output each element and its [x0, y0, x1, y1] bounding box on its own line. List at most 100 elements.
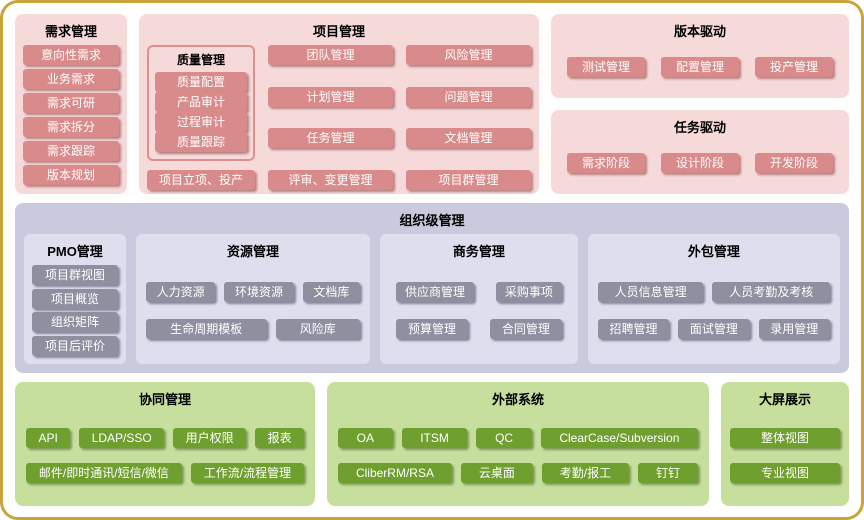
display-view-block[interactable]: 专业视图 [730, 463, 840, 483]
version-driven-list: 测试管理配置管理投产管理 [559, 45, 841, 89]
task-stage-block[interactable]: 需求阶段 [567, 153, 645, 173]
external-systems-title: 外部系统 [491, 392, 544, 407]
collaboration-block[interactable]: API [26, 428, 71, 448]
requirement-block[interactable]: 业务需求 [23, 69, 119, 89]
requirement-block[interactable]: 版本规划 [23, 165, 119, 185]
top-row: 需求管理 意向性需求业务需求需求可研需求拆分需求跟踪版本规划 项目管理 质量管理… [15, 14, 849, 194]
resource-block[interactable]: 文档库 [302, 282, 361, 302]
project-column-3: 风险管理问题管理文档管理项目群管理 [406, 45, 531, 190]
business-block[interactable]: 预算管理 [396, 319, 468, 339]
external-rows: OA ITSM QC ClearCase/Subversion CliberRM/RS… [336, 413, 700, 498]
project-module-block[interactable]: 项目群管理 [406, 169, 531, 190]
outsourcing-block[interactable]: 面试管理 [678, 319, 750, 339]
quality-block[interactable]: 产品审计 [155, 92, 247, 112]
collaboration-title: 协同管理 [138, 392, 191, 407]
outsourcing-panel: 外包管理 人员信息管理人员考勤及考核 招聘管理面试管理录用管理 [587, 234, 841, 364]
business-block[interactable]: 合同管理 [489, 319, 562, 339]
display-title: 大屏展示 [758, 392, 811, 407]
display-panel: 大屏展示 整体视图专业视图 [721, 382, 849, 506]
pmo-block[interactable]: 项目后评价 [32, 335, 118, 356]
project-module-block[interactable]: 评审、变更管理 [268, 169, 393, 190]
quality-block[interactable]: 过程审计 [155, 112, 247, 132]
outsourcing-title: 外包管理 [687, 244, 740, 259]
collaboration-block[interactable]: 工作流/流程管理 [190, 463, 305, 483]
project-module-block[interactable]: 计划管理 [268, 86, 393, 107]
business-panel: 商务管理 供应商管理 采购事项 预算管理 合同管理 [380, 234, 578, 364]
organization-panel: 组织级管理 PMO管理 项目群视图项目概览组织矩阵项目后评价 资源管理 人力资源… [15, 203, 849, 373]
resource-title: 资源管理 [227, 244, 280, 259]
external-system-block[interactable]: ITSM [401, 428, 468, 448]
project-module-block[interactable]: 文档管理 [406, 128, 531, 149]
pmo-block[interactable]: 项目群视图 [32, 265, 118, 285]
external-row-1: OA ITSM QC ClearCase/Subversion [336, 428, 700, 448]
requirement-block[interactable]: 意向性需求 [23, 45, 119, 65]
requirements-panel: 需求管理 意向性需求业务需求需求可研需求拆分需求跟踪版本规划 [15, 14, 127, 194]
quality-block[interactable]: 质量配置 [155, 72, 247, 92]
outsourcing-block[interactable]: 人员考勤及考核 [712, 282, 831, 302]
pmo-panel: PMO管理 项目群视图项目概览组织矩阵项目后评价 [24, 234, 126, 364]
collaboration-panel: 协同管理 API LDAP/SSO 用户权限报表 邮件/即时通讯/短信/微信工作流/… [15, 382, 315, 506]
external-system-block[interactable]: 考勤/报工 [541, 463, 630, 483]
collaboration-block[interactable]: 邮件/即时通讯/短信/微信 [26, 463, 182, 483]
pmo-title: PMO管理 [47, 244, 103, 259]
project-initiation-block[interactable]: 项目立项、投产 [147, 170, 255, 190]
organization-subpanels: PMO管理 项目群视图项目概览组织矩阵项目后评价 资源管理 人力资源环境资源文档… [24, 234, 841, 364]
external-system-block[interactable]: 钉钉 [638, 463, 699, 483]
resource-block[interactable]: 风险库 [275, 319, 361, 339]
version-driven-title: 版本驱动 [673, 24, 726, 39]
bottom-row: 协同管理 API LDAP/SSO 用户权限报表 邮件/即时通讯/短信/微信工作流/… [15, 382, 849, 506]
quality-panel: 质量管理 质量配置产品审计过程审计质量跟踪 [147, 45, 255, 161]
task-driven-title: 任务驱动 [673, 120, 726, 135]
display-view-block[interactable]: 整体视图 [730, 428, 840, 448]
project-module-block[interactable]: 风险管理 [406, 45, 531, 65]
resource-block[interactable]: 生命周期模板 [146, 319, 267, 339]
task-stage-block[interactable]: 设计阶段 [661, 153, 739, 173]
resource-row-1: 人力资源环境资源文档库 [144, 282, 362, 302]
external-system-block[interactable]: QC [476, 428, 532, 448]
project-module-block[interactable]: 问题管理 [406, 86, 531, 107]
business-row-1: 供应商管理 采购事项 [388, 282, 570, 302]
outsourcing-block[interactable]: 录用管理 [758, 319, 830, 339]
requirement-block[interactable]: 需求拆分 [23, 117, 119, 137]
project-columns: 质量管理 质量配置产品审计过程审计质量跟踪 项目立项、投产 团队管理计划管理任务… [147, 45, 531, 190]
outsourcing-row-1: 人员信息管理人员考勤及考核 [596, 282, 832, 302]
version-block[interactable]: 投产管理 [755, 57, 833, 77]
quality-block[interactable]: 质量跟踪 [155, 132, 247, 152]
external-system-block[interactable]: CliberRM/RSA [338, 463, 452, 483]
external-systems-panel: 外部系统 OA ITSM QC ClearCase/Subversion Cliber… [327, 382, 709, 506]
outsourcing-rows: 人员信息管理人员考勤及考核 招聘管理面试管理录用管理 [596, 265, 832, 356]
project-title: 项目管理 [312, 24, 365, 39]
collaboration-row-2: 邮件/即时通讯/短信/微信工作流/流程管理 [24, 463, 306, 483]
requirement-block[interactable]: 需求可研 [23, 93, 119, 113]
organization-title: 组织级管理 [399, 213, 465, 228]
business-title: 商务管理 [452, 244, 505, 259]
outsourcing-block[interactable]: 招聘管理 [597, 319, 670, 339]
project-module-block[interactable]: 任务管理 [268, 128, 393, 149]
project-module-block[interactable]: 团队管理 [268, 45, 393, 65]
external-system-block[interactable]: 云桌面 [460, 463, 533, 483]
resource-rows: 人力资源环境资源文档库 生命周期模板风险库 [144, 265, 362, 356]
quality-list: 质量配置产品审计过程审计质量跟踪 [155, 72, 247, 152]
requirements-list: 意向性需求业务需求需求可研需求拆分需求跟踪版本规划 [23, 45, 119, 185]
business-block[interactable]: 采购事项 [495, 282, 562, 302]
external-system-block[interactable]: ClearCase/Subversion [540, 428, 699, 448]
collaboration-block[interactable]: LDAP/SSO [79, 428, 165, 448]
business-rows: 供应商管理 采购事项 预算管理 合同管理 [388, 265, 570, 356]
version-block[interactable]: 配置管理 [661, 57, 739, 77]
quality-title: 质量管理 [176, 53, 225, 67]
requirement-block[interactable]: 需求跟踪 [23, 141, 119, 161]
outsourcing-block[interactable]: 人员信息管理 [597, 282, 704, 302]
collaboration-block[interactable]: 用户权限 [173, 428, 247, 448]
task-driven-list: 需求阶段设计阶段开发阶段 [559, 141, 841, 185]
resource-block[interactable]: 环境资源 [224, 282, 294, 302]
external-system-block[interactable]: OA [338, 428, 393, 448]
middle-row: 组织级管理 PMO管理 项目群视图项目概览组织矩阵项目后评价 资源管理 人力资源… [15, 203, 849, 373]
task-stage-block[interactable]: 开发阶段 [755, 153, 833, 173]
business-block[interactable]: 供应商管理 [396, 282, 474, 302]
collaboration-block[interactable]: 报表 [255, 428, 305, 448]
pmo-block[interactable]: 组织矩阵 [32, 312, 118, 333]
pmo-block[interactable]: 项目概览 [32, 288, 118, 309]
resource-block[interactable]: 人力资源 [146, 282, 216, 302]
version-block[interactable]: 测试管理 [567, 57, 645, 77]
